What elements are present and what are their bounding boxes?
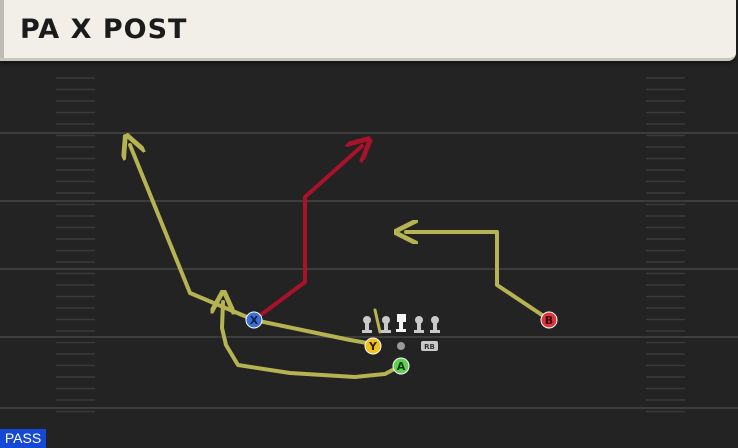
route-b-comeback <box>406 232 550 321</box>
player-b-label: B <box>545 314 553 327</box>
rb-label: RB <box>424 343 435 351</box>
yard-lines <box>0 132 738 409</box>
lineman-icon <box>381 316 391 333</box>
play-type-badge: PASS <box>0 429 46 448</box>
route-x-outside <box>130 145 256 322</box>
running-back-icon: RB <box>421 341 438 351</box>
player-x-label: X <box>250 314 259 327</box>
quarterback-icon <box>397 342 405 350</box>
player-x[interactable]: X <box>245 311 263 329</box>
player-b[interactable]: B <box>540 311 558 329</box>
header-accent-bar <box>0 0 4 58</box>
player-y[interactable]: Y <box>364 337 382 355</box>
play-title: PA X POST <box>20 14 188 45</box>
route-te-block <box>373 308 382 334</box>
route-x-post <box>252 146 362 322</box>
route-y-drag <box>252 318 375 346</box>
play-title-header: PA X POST <box>0 0 736 61</box>
lineman-icon <box>430 316 440 333</box>
center-icon <box>396 314 406 332</box>
lineman-icon <box>414 316 424 333</box>
hash-marks-right <box>646 77 685 413</box>
route-a-wheel <box>222 302 402 379</box>
offensive-line <box>362 314 440 333</box>
player-a-label: A <box>397 360 406 373</box>
player-a[interactable]: A <box>392 357 410 375</box>
play-field: RB X Y A B <box>0 77 738 413</box>
player-y-label: Y <box>368 340 378 353</box>
lineman-icon <box>362 316 372 333</box>
hash-marks-left <box>56 77 95 413</box>
